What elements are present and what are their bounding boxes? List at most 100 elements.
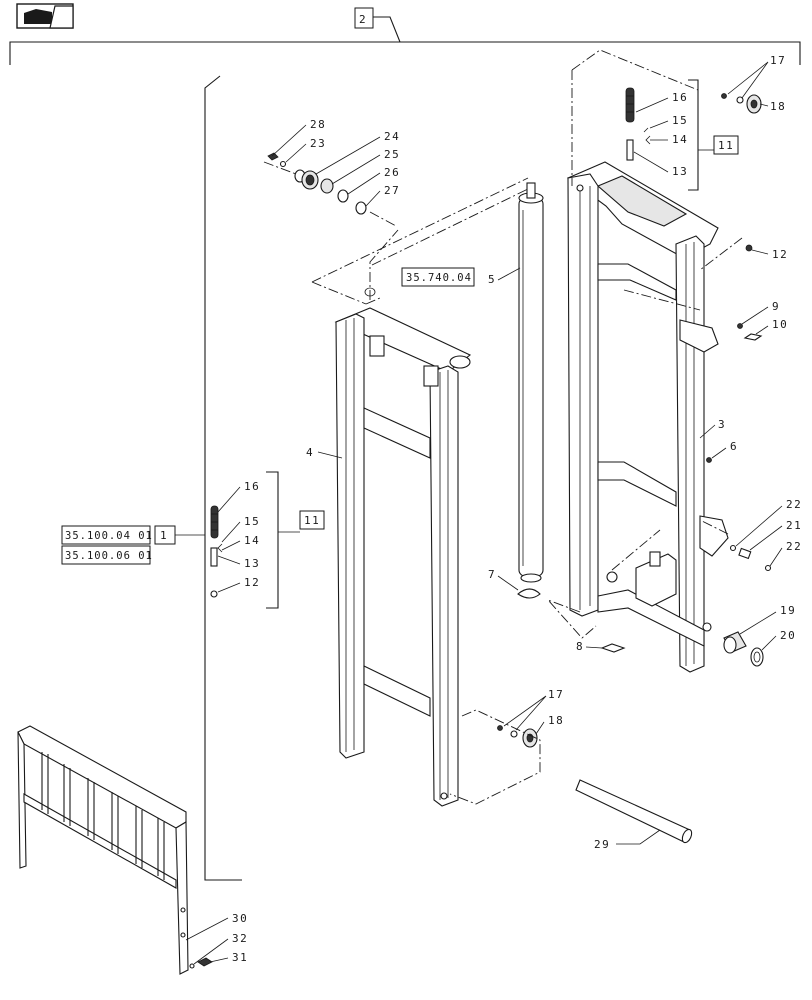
label-13-left: 13 (244, 557, 260, 570)
label-27: 27 (384, 184, 400, 197)
page-return-icon[interactable] (16, 3, 74, 29)
label-26: 26 (384, 166, 400, 179)
outer-mast-top-inner (596, 175, 688, 227)
inner-mast-top-ring (364, 287, 376, 297)
label-19: 19 (780, 604, 796, 617)
backrest-right-post (175, 821, 189, 975)
inner-mast-upper-crossbar (363, 407, 431, 459)
ref-box-35-100-04-01 (61, 525, 151, 545)
label-28: 28 (310, 118, 326, 131)
leader-7 (497, 575, 519, 591)
label-14-right: 14 (672, 133, 688, 146)
leader-4 (317, 451, 343, 459)
phantom-line-cylinder-top (371, 187, 531, 266)
phantom-lines-outer-base (547, 599, 597, 639)
inner-mast-right-rail (429, 365, 459, 807)
grease-fitting-part-12-right (745, 244, 753, 252)
phantom-lines-outer-side (699, 237, 743, 535)
leader-25 (331, 154, 381, 185)
nav-icon-fold (49, 5, 74, 29)
assembly-leader (373, 16, 401, 43)
ref-label-1: 1 (160, 529, 168, 542)
label-16-right: 16 (672, 91, 688, 104)
backrest-hole-a (180, 907, 186, 913)
leader-17-lower (503, 695, 547, 731)
leader-28 (271, 124, 307, 157)
label-15-right: 15 (672, 114, 688, 127)
label-3: 3 (718, 418, 726, 431)
valve-fitting (649, 551, 661, 567)
inner-mast-bottom-pin (440, 792, 448, 800)
chain-anchor-part-13-right (626, 139, 634, 161)
leader-18-lower (535, 721, 545, 735)
washer-part-22-right (764, 564, 772, 572)
outer-mast-upper-tie (597, 263, 677, 301)
label-4: 4 (306, 446, 314, 459)
label-12-right: 12 (772, 248, 788, 261)
label-6: 6 (730, 440, 738, 453)
leader-5 (497, 267, 521, 281)
bolt-part-10 (743, 333, 763, 341)
pin-part-14-right (645, 135, 651, 145)
inner-mast-pulley-boss (449, 355, 471, 369)
outer-mast-pivot-hole (702, 622, 712, 632)
load-backrest-part-30 (17, 725, 189, 975)
pin-part-14-left (217, 543, 223, 553)
cylinder-rod-end (526, 182, 536, 199)
inner-mast-bracket-right (423, 365, 439, 387)
leader-30 (185, 917, 229, 941)
leader-15-right (649, 120, 669, 129)
assembly-label: 2 (359, 13, 367, 26)
leader-27 (365, 190, 381, 207)
grease-fitting-part-12-left (210, 590, 218, 598)
label-32: 32 (232, 932, 248, 945)
leader-18-top (759, 103, 769, 107)
pin-part-21 (738, 547, 752, 560)
pulley-hardware (267, 152, 367, 215)
leader-32 (193, 938, 229, 965)
outer-mast-lower-tie (597, 461, 677, 507)
label-29: 29 (594, 838, 610, 851)
bolt-part-31 (197, 957, 213, 967)
rod-body (575, 779, 691, 843)
assembly-bracket (9, 41, 801, 65)
fitting-part-6 (706, 457, 712, 463)
leader-22-bottom (769, 547, 783, 567)
lift-cylinder-part-5 (518, 182, 544, 583)
label-31: 31 (232, 951, 248, 964)
kit-box-11-right (713, 135, 739, 155)
label-8: 8 (576, 640, 584, 653)
label-30: 30 (232, 912, 248, 925)
backrest-bottom-rail (23, 793, 177, 889)
rod-end (681, 828, 693, 844)
leader-8 (585, 646, 603, 649)
washer-part-32 (189, 963, 195, 969)
assembly-label-box (354, 7, 374, 29)
outer-mast-part-3 (566, 161, 729, 673)
leader-21 (749, 525, 783, 551)
outer-mast-top-hole (576, 184, 584, 192)
label-10: 10 (772, 318, 788, 331)
left-group-bracket (204, 75, 242, 881)
label-20: 20 (780, 629, 796, 642)
chain-anchor-part-13-left (210, 547, 218, 567)
label-16-left: 16 (244, 480, 260, 493)
rod-part-29 (575, 779, 693, 844)
outer-mast-base-boss (606, 571, 618, 583)
valve-block (635, 553, 677, 607)
leader-16-left (217, 486, 241, 513)
inner-mast-lower-crossbar (363, 665, 431, 717)
bushing-face-19 (723, 636, 737, 654)
washer-part-9 (737, 323, 743, 329)
clip-part-15-right (643, 127, 649, 133)
bolt-part-17-lower (497, 725, 503, 731)
chain-assembly-left (210, 505, 223, 598)
label-15-left: 15 (244, 515, 260, 528)
spacer-part-26 (337, 189, 349, 203)
label-17-top: 17 (770, 54, 786, 67)
ref-box-35-100-06-01 (61, 545, 151, 565)
label-22-top: 22 (786, 498, 802, 511)
kit-label-11-right: 11 (718, 139, 734, 152)
leader-22-top (735, 505, 783, 547)
